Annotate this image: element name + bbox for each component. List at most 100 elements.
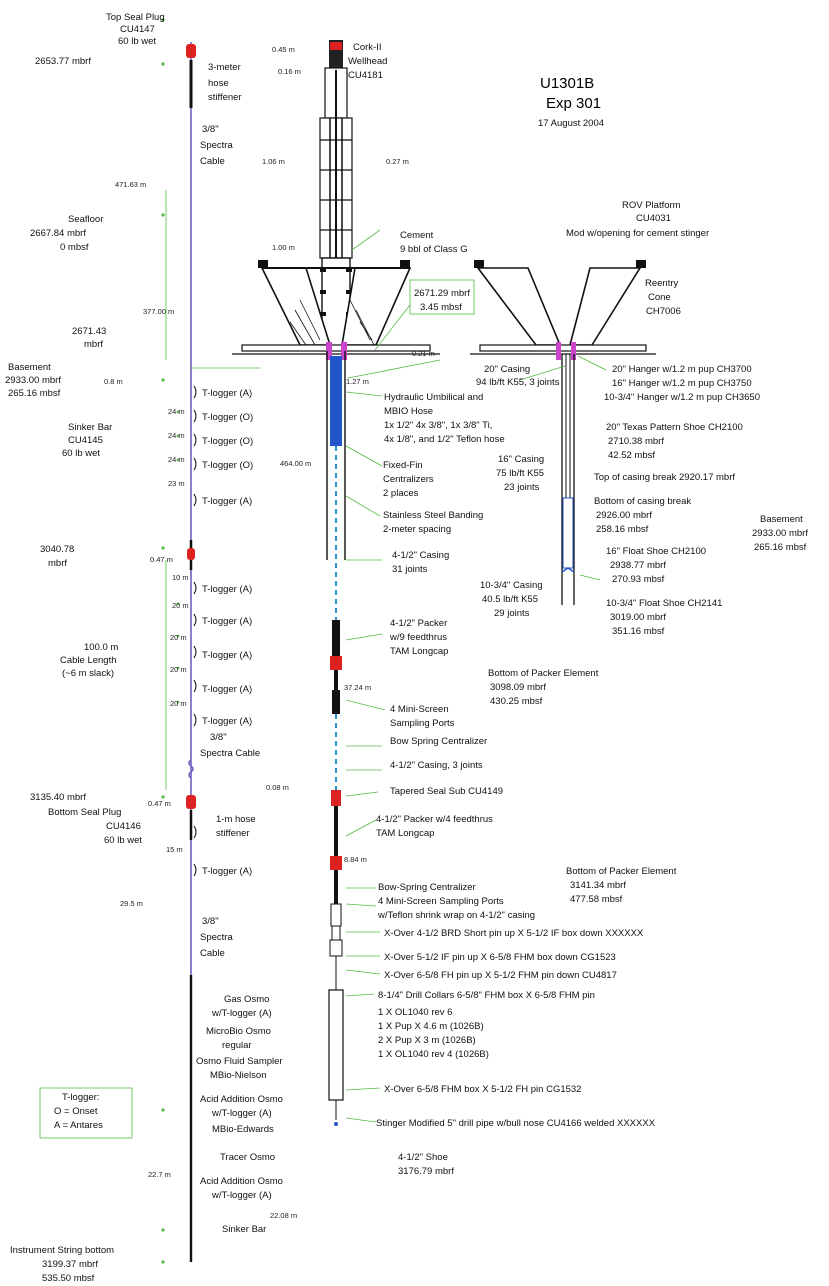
wellhead-label: Wellhead [348,56,387,67]
microbio-osmo-regular: regular [222,1040,252,1051]
depth-3040-unit: mbrf [48,558,67,569]
texas-shoe-mbsf: 42.52 mbsf [608,450,655,461]
hanger-10-3-4: 10-3/4" Hanger w/1.2 m pup CH3650 [604,392,760,403]
reentry-cone-cone: Cone [648,292,671,303]
hanger-20: 20" Hanger w/1.2 m pup CH3700 [612,364,752,375]
spectra-cable-label-3: Cable [200,156,225,167]
tapered-seal-sub: Tapered Seal Sub CU4149 [390,786,503,797]
steel-banding-spacing: 2-meter spacing [383,524,451,535]
depth-3-45: 3.45 mbsf [420,302,462,313]
instrument-bottom-mbsf: 535.50 mbsf [42,1273,95,1284]
spectra-cable-label-2: Spectra [200,140,233,151]
xover-4: X-Over 6-5/8 FHM box X 5-1/2 FH pin CG15… [384,1084,581,1095]
mbio-edwards: MBio-Edwards [212,1124,274,1135]
dim-37-24: 37.24 m [344,683,371,692]
bottom-casing-break-mbrf: 2926.00 mbrf [596,510,652,521]
umbilical-spec-1: 1x 1/2" 4x 3/8", 1x 3/8" Ti, [384,420,492,431]
umbilical-label-1: Hydraulic Umbilical and [384,392,483,403]
date-label: 17 August 2004 [538,118,604,129]
seafloor-mbrf: 2667.84 mbrf [30,228,86,239]
pup-4-6: 1 X Pup X 4.6 m (1026B) [378,1021,484,1032]
dim-0-21: 0.21 m [412,349,435,358]
casing-16-spec: 75 lb/ft K55 [496,468,544,479]
spectra-cable-low-2: Spectra [200,932,233,943]
legend-antares: A = Antares [54,1120,103,1131]
top-seal-plug-weight: 60 lb wet [118,36,156,47]
casing-16-label: 16" Casing [498,454,544,465]
dim-0-16: 0.16 m [278,67,301,76]
top-seal-plug-id: CU4147 [120,24,155,35]
cement-spec: 9 bbl of Class G [400,244,468,255]
dim-0-08: 0.08 m [266,783,289,792]
sinker-bar-bottom: Sinker Bar [222,1224,266,1235]
instrument-string-bottom: Instrument String bottom [10,1245,114,1256]
shoe-4-5-mbrf: 3176.79 mbrf [398,1166,454,1177]
float-shoe-10-3-4: 10-3/4" Float Shoe CH2141 [606,598,722,609]
centralizers-label-3: 2 places [383,488,419,499]
dim-20-c: 20 m [170,665,187,674]
sinker-bar-label: Sinker Bar [68,422,112,433]
sampling-ports-1: Sampling Ports [390,718,455,729]
tlogger-9: T-logger (A) [202,684,252,695]
packer-2-label: 4-1/2" Packer w/4 feedthrus [376,814,493,825]
sinker-bar-weight: 60 lb wet [62,448,100,459]
tlogger-2: T-logger (O) [202,412,253,423]
main-casing [326,351,346,1126]
basement-mbrf-left: 2933.00 mbrf [5,375,61,386]
tracer-osmo: Tracer Osmo [220,1152,275,1163]
bottom-seal-plug-label: Bottom Seal Plug [48,807,121,818]
dim-20-a: 20 m [172,601,189,610]
dim-29-5: 29.5 m [120,899,143,908]
bottom-seal-plug [186,795,196,809]
pup-3: 2 X Pup X 3 m (1026B) [378,1035,476,1046]
dim-0-27: 0.27 m [386,157,409,166]
mini-screen-2: 4 Mini-Screen Sampling Ports [378,896,504,907]
casing-20-spec: 94 lb/ft K55, 3 joints [476,377,560,388]
bottom-packer-element-2-mbsf: 477.58 mbsf [570,894,623,905]
spectra-cable-label-1: 3/8" [202,124,219,135]
mini-screen-1: 4 Mini-Screen [390,704,449,715]
reentry-cone-label: Reentry [645,278,679,289]
hose-1m-label: 1-m hose [216,814,256,825]
basement-mbrf-right: 2933.00 mbrf [752,528,808,539]
dim-0-45: 0.45 m [272,45,295,54]
tlogger-1: T-logger (A) [202,388,252,399]
depth-2671-unit: mbrf [84,339,103,350]
depth-3040: 3040.78 [40,544,74,555]
basement-label-right: Basement [760,514,803,525]
rov-platform [232,260,656,360]
sinker-bar-seal [187,548,195,560]
dim-20-d: 20 m [170,699,187,708]
dim-1-06: 1.06 m [262,157,285,166]
spectra-cable-mid-1: 3/8" [210,732,227,743]
bottom-packer-element-1-mbrf: 3098.09 mbrf [490,682,546,693]
float-shoe-16: 16" Float Shoe CH2100 [606,546,706,557]
sinker-bar-id: CU4145 [68,435,103,446]
dim-0-47-a: 0.47 m [150,555,173,564]
bow-spring-1: Bow Spring Centralizer [390,736,487,747]
casing-10-3-4-label: 10-3/4" Casing [480,580,543,591]
float-shoe-10-3-4-mbrf: 3019.00 mbrf [610,612,666,623]
hose-1m-stiffener: stiffener [216,828,250,839]
acid-addition-tlogger-2: w/T-logger (A) [211,1190,272,1201]
dim-24-a: 24 m [168,407,185,416]
centralizers-label-2: Centralizers [383,474,434,485]
dim-20-b: 20 m [170,633,187,642]
hanger-16: 16" Hanger w/1.2 m pup CH3750 [612,378,752,389]
dim-10: 10 m [172,573,189,582]
instrument-string [161,18,197,1264]
bottom-packer-element-1-mbsf: 430.25 mbsf [490,696,543,707]
mbio-nielson: MBio-Nielson [210,1070,267,1081]
hose-stiffener-label-2: hose [208,78,229,89]
dim-22-08: 22.08 m [270,1211,297,1220]
cork-ii-label: Cork-II [353,42,382,53]
microbio-osmo: MicroBio Osmo [206,1026,271,1037]
tlogger-3: T-logger (O) [202,436,253,447]
umbilical-label-2: MBIO Hose [384,406,433,417]
float-shoe-16-mbsf: 270.93 mbsf [612,574,665,585]
dim-464: 464.00 m [280,459,311,468]
top-seal-plug-label: Top Seal Plug [106,12,165,23]
xover-1: X-Over 4-1/2 BRD Short pin up X 5-1/2 IF… [384,928,644,939]
seafloor-label: Seafloor [68,214,103,225]
